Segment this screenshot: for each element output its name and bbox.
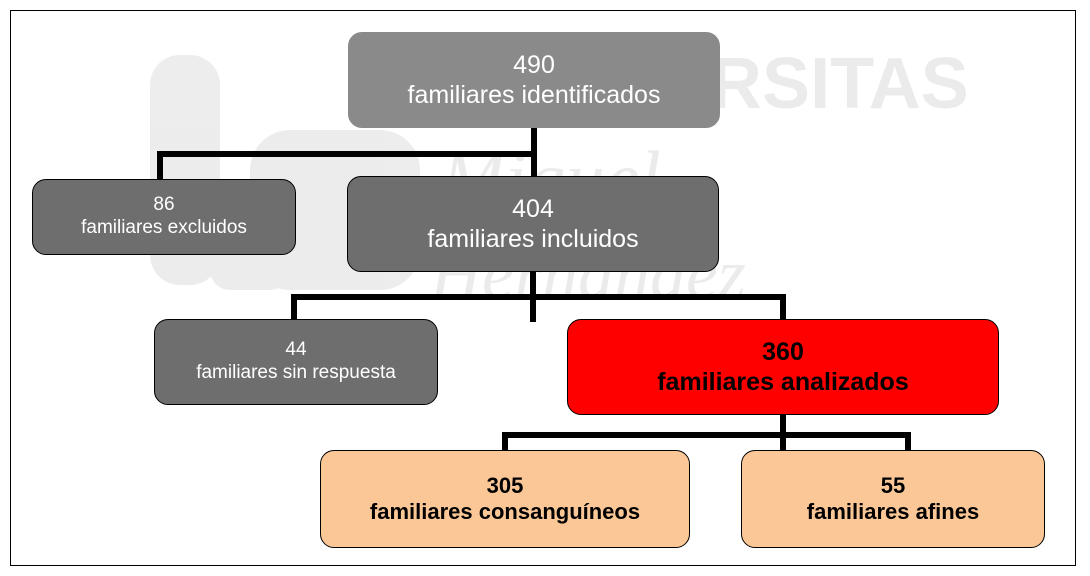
- node-no-response-count: 44: [285, 339, 307, 361]
- node-included-count: 404: [512, 195, 554, 223]
- node-identified-label: familiares identificados: [407, 81, 661, 109]
- node-analyzed: 360 familiares analizados: [567, 319, 999, 415]
- node-included: 404 familiares incluidos: [347, 176, 719, 272]
- node-excluded-count: 86: [153, 194, 175, 216]
- node-affines-label: familiares afines: [806, 499, 980, 524]
- node-identified-count: 490: [513, 51, 555, 79]
- node-no-response: 44 familiares sin respuesta: [154, 319, 438, 405]
- node-excluded: 86 familiares excluidos: [32, 179, 296, 255]
- node-consanguineous-count: 305: [486, 472, 524, 498]
- node-consanguineous: 305 familiares consanguíneos: [320, 450, 690, 548]
- node-analyzed-label: familiares analizados: [657, 368, 909, 396]
- node-consanguineous-label: familiares consanguíneos: [369, 499, 641, 524]
- node-included-label: familiares incluidos: [427, 225, 639, 253]
- node-affines: 55 familiares afines: [741, 450, 1045, 548]
- node-no-response-label: familiares sin respuesta: [196, 362, 396, 383]
- node-identified: 490 familiares identificados: [348, 32, 720, 128]
- node-excluded-label: familiares excluidos: [81, 217, 247, 238]
- node-affines-count: 55: [880, 472, 906, 498]
- node-analyzed-count: 360: [762, 338, 804, 366]
